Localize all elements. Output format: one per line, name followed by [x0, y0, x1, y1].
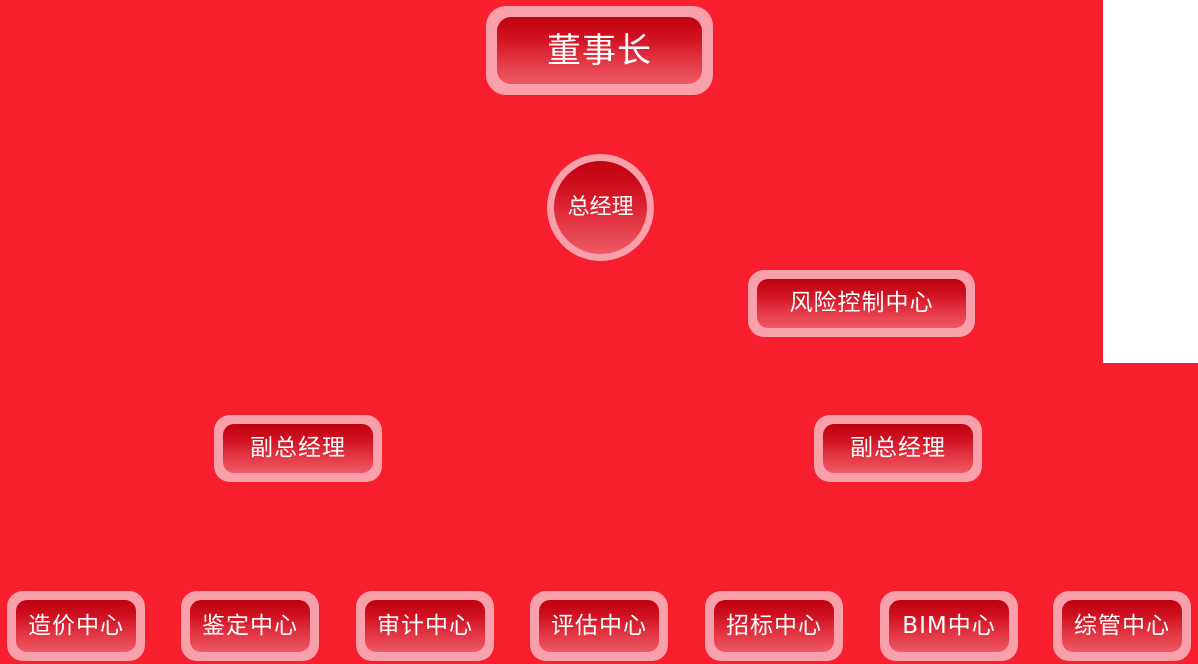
deputy-manager-right-node[interactable]: 副总经理: [814, 415, 982, 482]
department-label: 审计中心: [365, 600, 485, 652]
risk-control-node[interactable]: 风险控制中心: [748, 270, 975, 337]
department-label: 鉴定中心: [190, 600, 310, 652]
department-node-audit[interactable]: 审计中心: [356, 591, 494, 661]
department-node-assessment[interactable]: 评估中心: [530, 591, 668, 661]
white-corner-region: [1103, 0, 1198, 363]
department-node-bim[interactable]: BIM中心: [880, 591, 1018, 661]
department-node-cost[interactable]: 造价中心: [7, 591, 145, 661]
department-label: 评估中心: [539, 600, 659, 652]
chairman-label: 董事长: [497, 17, 702, 84]
department-label: BIM中心: [889, 600, 1009, 652]
deputy-manager-right-label: 副总经理: [823, 424, 973, 473]
department-label: 综管中心: [1062, 600, 1182, 652]
department-label: 造价中心: [16, 600, 136, 652]
department-node-bidding[interactable]: 招标中心: [705, 591, 843, 661]
deputy-manager-left-node[interactable]: 副总经理: [214, 415, 382, 482]
general-manager-node[interactable]: 总经理: [547, 154, 654, 261]
risk-control-label: 风险控制中心: [757, 279, 966, 328]
department-label: 招标中心: [714, 600, 834, 652]
general-manager-label: 总经理: [554, 161, 647, 254]
chairman-node[interactable]: 董事长: [486, 6, 713, 95]
deputy-manager-left-label: 副总经理: [223, 424, 373, 473]
department-node-appraisal[interactable]: 鉴定中心: [181, 591, 319, 661]
department-node-general-management[interactable]: 综管中心: [1053, 591, 1191, 661]
